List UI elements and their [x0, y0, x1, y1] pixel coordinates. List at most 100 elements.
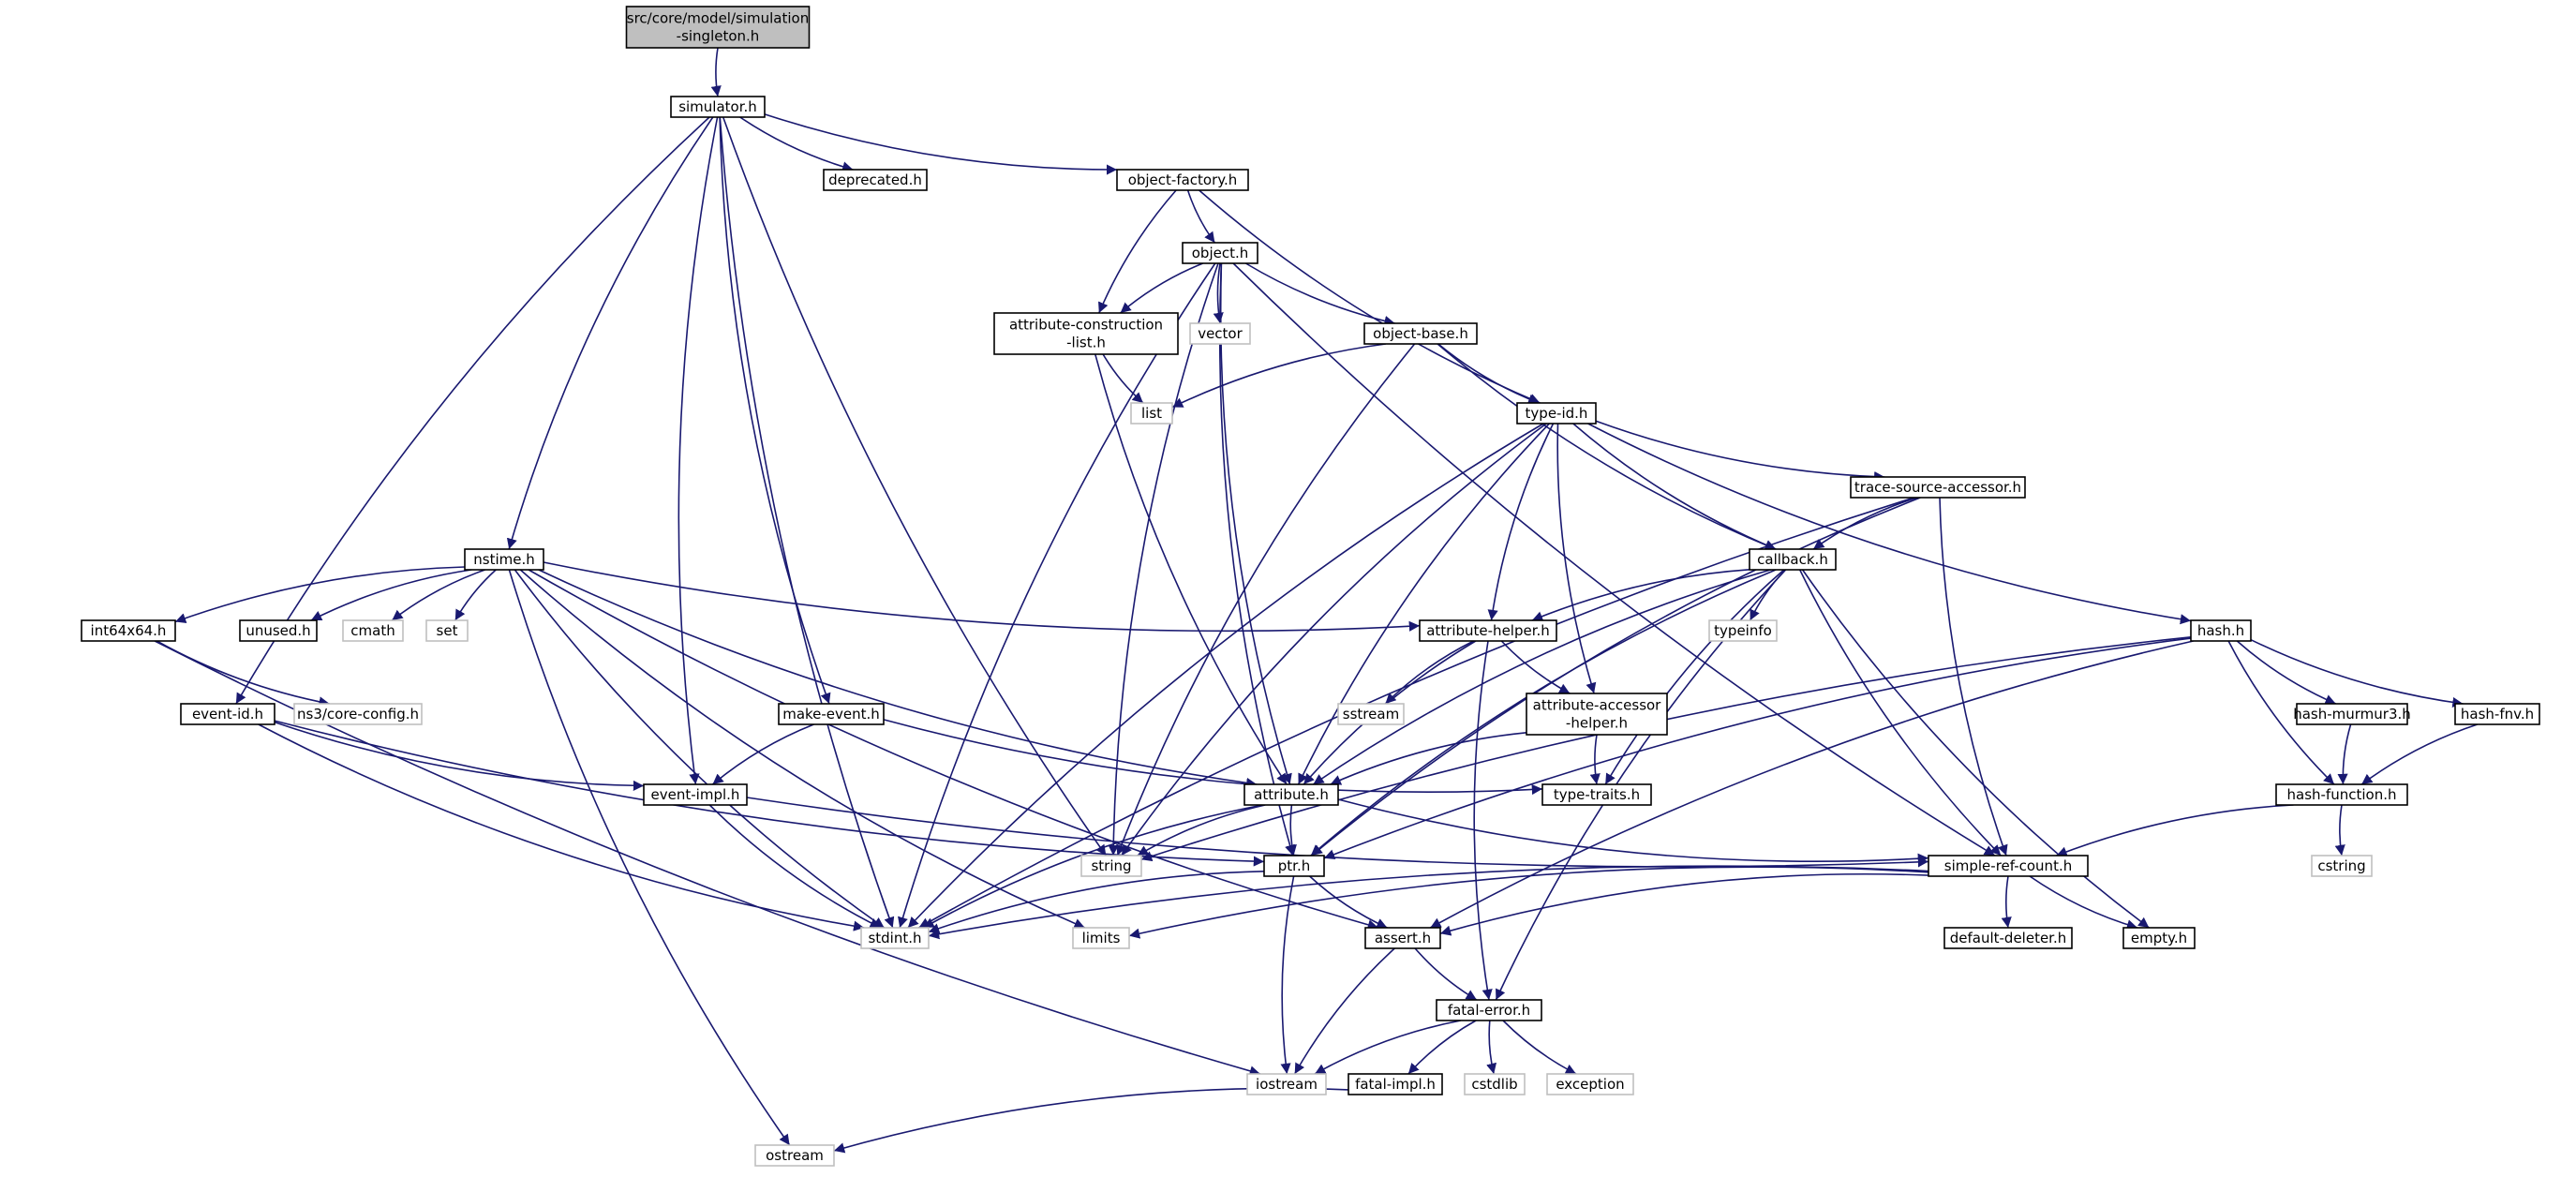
edge-trace-source-accessor-to-callback	[1812, 497, 1918, 550]
node-empty[interactable]: empty.h	[2122, 927, 2196, 949]
node-attribute-accessor-helper-label: attribute-accessor	[1533, 697, 1662, 714]
edge-fatal-error-to-cstdlib	[1486, 1020, 1497, 1075]
node-set-label: set	[437, 622, 458, 639]
node-ns3-core-config-box	[293, 703, 423, 725]
nodes-layer: src/core/model/simulation-singleton.h sim…	[81, 6, 2540, 1167]
node-iostream: iostream	[1246, 1073, 1327, 1095]
edge-type-id-to-trace-source-accessor	[1595, 420, 1885, 483]
node-event-impl[interactable]: event-impl.h	[643, 783, 748, 806]
node-assert-box	[1364, 927, 1441, 949]
node-make-event[interactable]: make-event.h	[778, 703, 885, 725]
edge-nstime-to-unused	[310, 569, 472, 621]
edge-attribute-helper-to-attribute-accessor-helper	[1500, 640, 1571, 694]
node-simulator[interactable]: simulator.h	[670, 96, 766, 118]
node-attribute-accessor-helper[interactable]: attribute-accessor-helper.h	[1526, 693, 1668, 736]
node-hash[interactable]: hash.h	[2190, 619, 2252, 642]
node-deprecated[interactable]: deprecated.h	[823, 169, 928, 191]
node-callback-label: callback.h	[1757, 551, 1828, 568]
node-root-label: src/core/model/simulation	[627, 10, 809, 27]
edge-callback-to-attribute	[1312, 569, 1771, 785]
node-empty-label: empty.h	[2131, 930, 2187, 946]
node-empty-box	[2122, 927, 2196, 949]
node-assert-label: assert.h	[1375, 930, 1431, 946]
edge-hash-to-hash-fnv	[2250, 638, 2464, 708]
node-string: string	[1080, 855, 1142, 877]
edge-nstime-to-attribute	[538, 569, 1258, 788]
node-type-id[interactable]: type-id.h	[1516, 402, 1597, 425]
node-hash-function[interactable]: hash-function.h	[2275, 783, 2408, 806]
edge-object-base-to-string	[1116, 343, 1416, 857]
edge-type-id-to-stdint	[907, 423, 1544, 929]
node-nstime-label: nstime.h	[473, 551, 535, 568]
node-list: list	[1130, 402, 1173, 425]
node-attribute-helper[interactable]: attribute-helper.h	[1419, 619, 1557, 642]
node-trace-source-accessor[interactable]: trace-source-accessor.h	[1850, 476, 2026, 499]
node-simple-ref-count-label: simple-ref-count.h	[1944, 857, 2072, 874]
node-ptr[interactable]: ptr.h	[1263, 855, 1325, 877]
node-sstream: sstream	[1337, 703, 1405, 725]
node-event-id-label: event-id.h	[192, 706, 263, 723]
node-type-id-box	[1516, 402, 1597, 425]
node-int64x64[interactable]: int64x64.h	[81, 619, 176, 642]
node-fatal-impl[interactable]: fatal-impl.h	[1348, 1073, 1443, 1095]
edge-type-id-to-attribute-accessor-helper	[1556, 423, 1597, 694]
edge-simulator-to-object-factory	[764, 113, 1118, 175]
node-callback[interactable]: callback.h	[1749, 548, 1837, 571]
edge-hash-to-hash-function	[2227, 640, 2335, 785]
node-int64x64-box	[81, 619, 176, 642]
edge-fatal-error-to-fatal-impl	[1407, 1020, 1477, 1075]
node-type-traits[interactable]: type-traits.h	[1541, 783, 1652, 806]
edge-attribute-helper-to-fatal-error	[1473, 640, 1493, 1001]
edge-attribute-construction-list-to-attribute	[1094, 353, 1288, 785]
node-deprecated-label: deprecated.h	[828, 171, 922, 188]
node-attribute[interactable]: attribute.h	[1243, 783, 1339, 806]
node-sstream-label: sstream	[1343, 706, 1399, 723]
edge-callback-to-type-traits	[1604, 569, 1785, 785]
edge-fatal-error-to-iostream	[1314, 1020, 1462, 1075]
edge-nstime-to-stdint	[514, 569, 886, 929]
edge-type-id-to-attribute-helper	[1487, 423, 1555, 621]
node-hash-fnv[interactable]: hash-fnv.h	[2454, 703, 2540, 725]
edge-type-id-to-string	[1121, 423, 1547, 857]
node-nstime[interactable]: nstime.h	[464, 548, 544, 571]
node-string-label: string	[1091, 857, 1131, 874]
node-type-id-label: type-id.h	[1526, 405, 1588, 422]
node-unused-label: unused.h	[246, 622, 310, 639]
edge-object-base-to-type-id	[1437, 343, 1540, 405]
node-int64x64-label: int64x64.h	[91, 622, 167, 639]
node-attribute-construction-list[interactable]: attribute-construction-list.h	[993, 312, 1179, 355]
edge-fatal-error-to-exception	[1502, 1020, 1577, 1075]
node-list-box	[1130, 402, 1173, 425]
node-object[interactable]: object.h	[1182, 242, 1258, 264]
node-root[interactable]: src/core/model/simulation-singleton.h	[625, 6, 811, 49]
node-simple-ref-count[interactable]: simple-ref-count.h	[1928, 855, 2089, 877]
edge-type-id-to-attribute	[1297, 423, 1550, 785]
node-default-deleter[interactable]: default-deleter.h	[1943, 927, 2073, 949]
node-attribute-construction-list-box	[993, 312, 1179, 355]
edge-ptr-to-iostream	[1280, 875, 1295, 1075]
edge-nstime-to-attribute-helper	[543, 561, 1421, 633]
node-fatal-error[interactable]: fatal-error.h	[1436, 999, 1542, 1021]
edge-nstime-to-ostream	[508, 569, 791, 1146]
node-root-label: -singleton.h	[677, 28, 760, 45]
node-exception: exception	[1546, 1073, 1634, 1095]
node-vector: vector	[1189, 322, 1251, 345]
node-cstring-box	[2311, 855, 2373, 877]
node-event-id[interactable]: event-id.h	[180, 703, 275, 725]
node-unused[interactable]: unused.h	[239, 619, 318, 642]
node-object-factory[interactable]: object-factory.h	[1116, 169, 1249, 191]
node-fatal-impl-box	[1348, 1073, 1443, 1095]
node-fatal-impl-label: fatal-impl.h	[1355, 1076, 1436, 1093]
edge-hash-murmur3-to-hash-function	[2337, 723, 2352, 785]
edge-hash-to-string	[1140, 636, 2192, 862]
node-object-base[interactable]: object-base.h	[1363, 322, 1478, 345]
edge-nstime-to-int64x64	[174, 566, 466, 623]
node-vector-box	[1189, 322, 1251, 345]
node-exception-box	[1546, 1073, 1634, 1095]
edge-simulator-to-event-id	[235, 116, 710, 705]
node-hash-murmur3[interactable]: hash-murmur3.h	[2293, 703, 2411, 725]
edge-object-to-stdint	[898, 262, 1216, 929]
node-attribute-accessor-helper-label: -helper.h	[1566, 715, 1628, 732]
node-assert[interactable]: assert.h	[1364, 927, 1441, 949]
